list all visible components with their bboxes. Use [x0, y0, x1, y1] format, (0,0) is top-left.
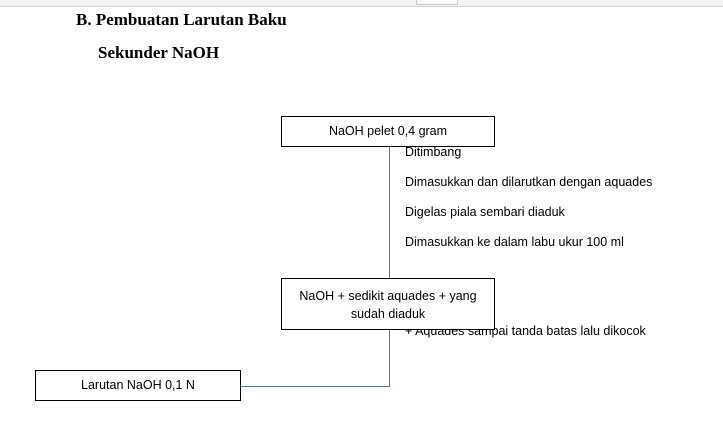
end-box: Larutan NaOH 0,1 N: [35, 370, 241, 401]
step-dissolve: Dimasukkan dan dilarutkan dengan aquades: [405, 175, 653, 189]
viewer-top-bar: [0, 0, 723, 7]
middle-box-line1: NaOH + sedikit aquades + yang: [299, 289, 477, 303]
connector-line-horizontal: [241, 386, 390, 387]
middle-box: NaOH + sedikit aquades + yang sudah diad…: [281, 278, 495, 330]
start-box: NaOH pelet 0,4 gram: [281, 116, 495, 147]
connector-line-bottom: [389, 330, 390, 387]
end-box-label: Larutan NaOH 0,1 N: [81, 378, 195, 392]
step-stir: Digelas piala sembari diaduk: [405, 205, 565, 219]
section-heading: B. Pembuatan Larutan Baku: [76, 10, 287, 29]
step-transfer: Dimasukkan ke dalam labu ukur 100 ml: [405, 235, 624, 249]
middle-box-line2: sudah diaduk: [350, 307, 426, 321]
viewer-tab[interactable]: [416, 0, 458, 5]
connector-line-top: [389, 147, 390, 278]
step-weigh: Ditimbang: [405, 145, 462, 159]
start-box-label: NaOH pelet 0,4 gram: [328, 124, 448, 138]
section-subheading: Sekunder NaOH: [98, 43, 220, 62]
